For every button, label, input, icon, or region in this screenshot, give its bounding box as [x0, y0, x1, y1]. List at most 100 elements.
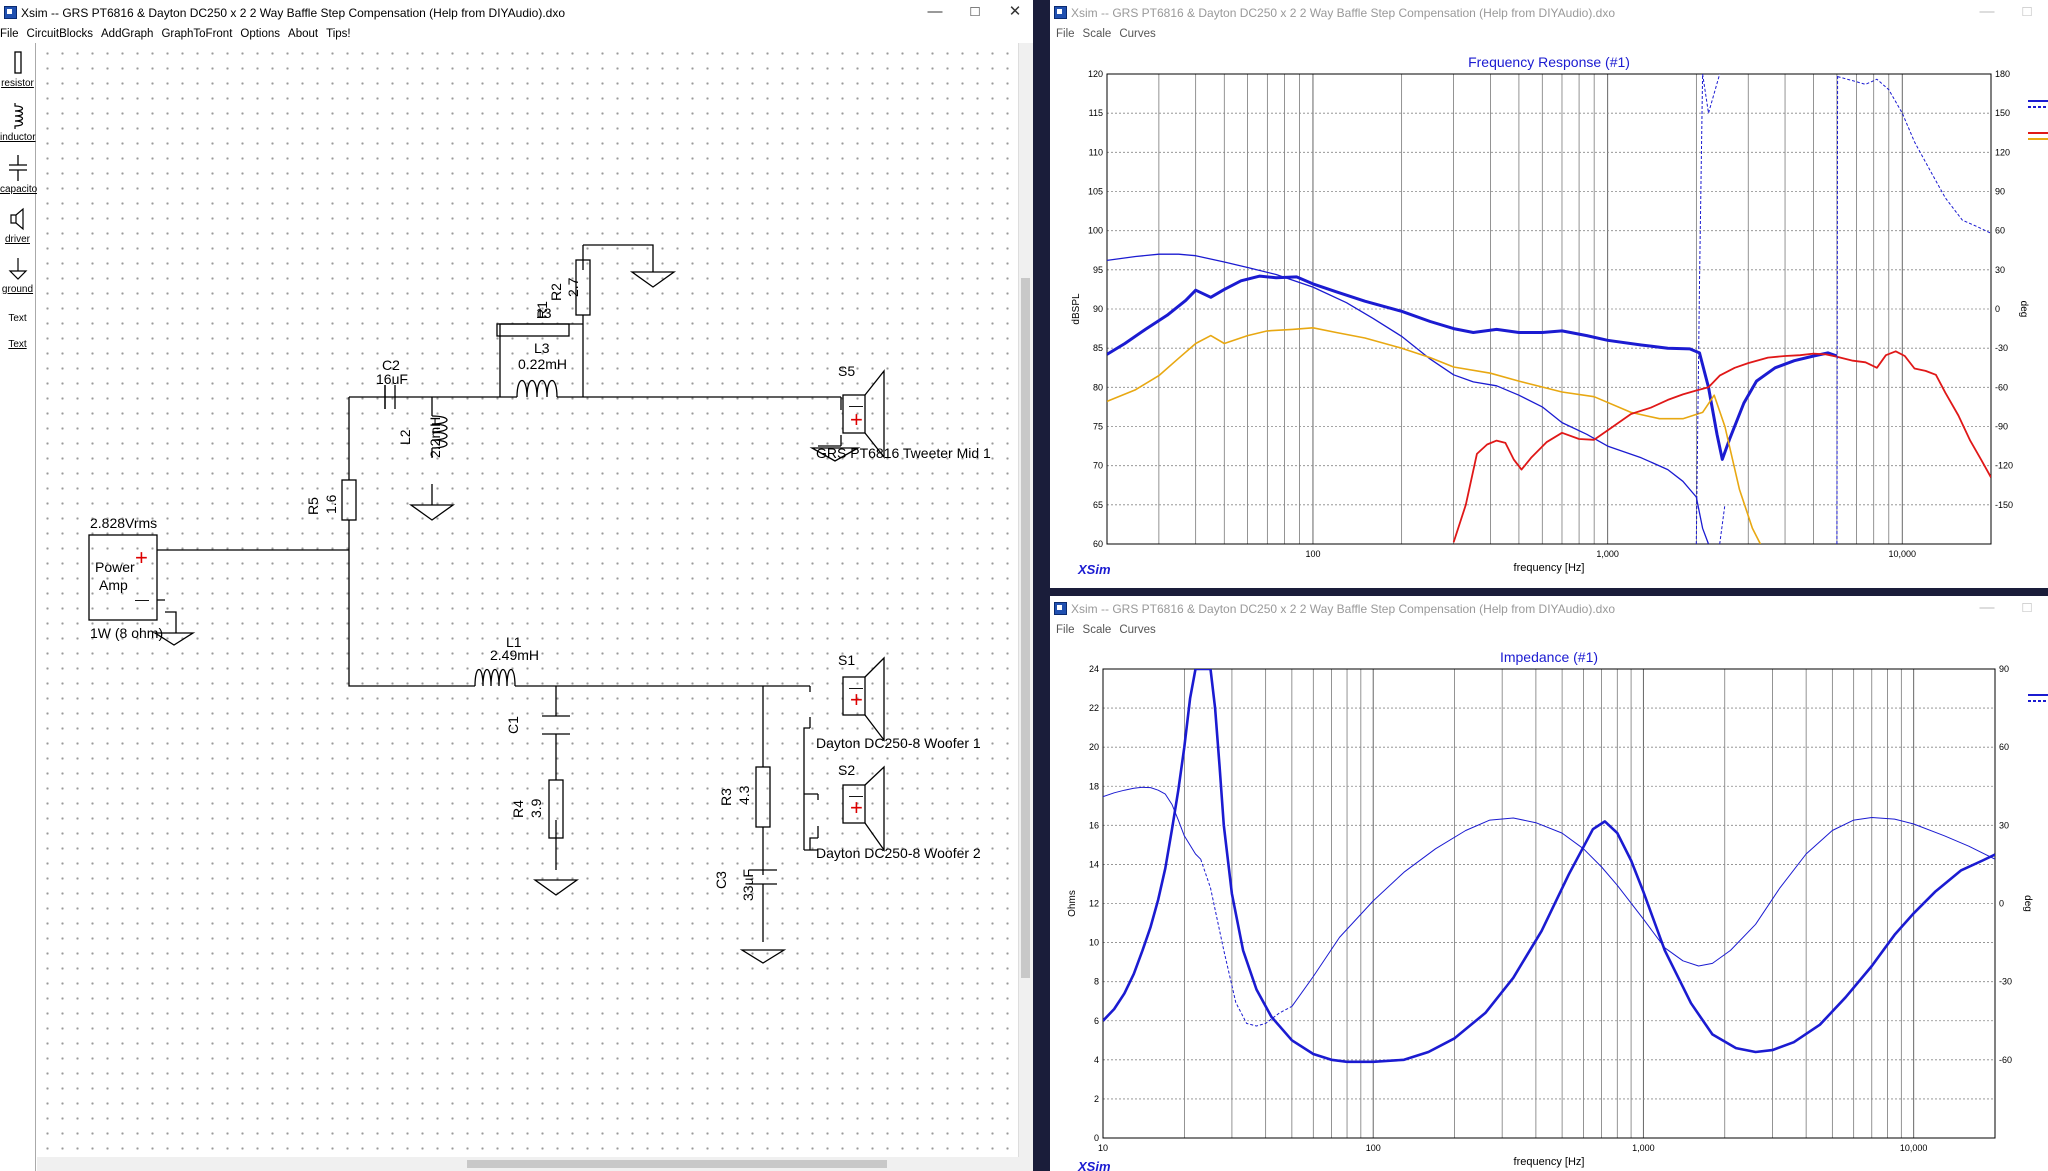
imp-chart-title: Impedance (#1) — [1500, 649, 1598, 665]
imp-menu-curves[interactable]: Curves — [1119, 624, 1156, 636]
tool-ground-label: ground — [1, 284, 34, 295]
tool-capacitor[interactable]: capacitor — [0, 155, 41, 195]
fr-xtick-label: 1,000 — [1596, 549, 1619, 559]
imp-xtick-label: 100 — [1366, 1143, 1381, 1153]
tool-text[interactable]: Text — [0, 313, 35, 324]
fr-xsim-brand: XSim — [1078, 562, 1111, 577]
l3-name: L3 — [534, 340, 550, 356]
s1-name: S1 — [838, 652, 855, 668]
tool-resistor-label: resistor — [1, 78, 34, 89]
tool-text-label: Text — [8, 313, 27, 324]
imp-ytick-label: 22 — [1089, 703, 1099, 713]
imp-titlebar[interactable]: Xsim -- GRS PT6816 & Dayton DC250 x 2 2 … — [1050, 596, 2048, 621]
fr-y2tick-label: 0 — [1995, 304, 2000, 314]
c1-name: C1 — [505, 716, 521, 734]
tool-inductor-label: inductor — [0, 132, 36, 143]
r3-name: R3 — [718, 788, 734, 806]
fr-maximize-button[interactable]: □ — [2022, 3, 2032, 20]
tool-resistor[interactable]: resistor — [0, 51, 35, 89]
fr-menu-scale[interactable]: Scale — [1082, 28, 1112, 40]
l2-value: 2.2mH — [427, 417, 443, 458]
fr-y-axis-label: dBSPL — [1071, 293, 1082, 325]
imp-ytick-label: 20 — [1089, 742, 1099, 752]
fr-menu-file[interactable]: File — [1056, 28, 1075, 40]
fr-minimize-button[interactable]: — — [1979, 3, 1995, 20]
imp-maximize-button[interactable]: □ — [2022, 599, 2032, 616]
schematic-canvas[interactable] — [37, 43, 1019, 1171]
fr-series-line-2 — [1107, 253, 1710, 544]
menu-circuitblocks[interactable]: CircuitBlocks — [26, 28, 93, 40]
inductor-icon — [13, 103, 23, 129]
r1-name: R1 — [534, 301, 550, 319]
schematic-vertical-scrollbar[interactable] — [1018, 43, 1033, 1171]
impedance-window: Xsim -- GRS PT6816 & Dayton DC250 x 2 2 … — [1050, 596, 2048, 1171]
l1-name: L1 — [506, 634, 522, 650]
menu-addgraph[interactable]: AddGraph — [101, 28, 154, 40]
schematic-vscroll-thumb[interactable] — [1021, 278, 1030, 978]
fr-ytick-label: 85 — [1093, 343, 1103, 353]
imp-xtick-label: 10 — [1098, 1143, 1108, 1153]
s1-plus-sign: + — [850, 687, 863, 712]
fr-chart-title: Frequency Response (#1) — [1468, 54, 1630, 70]
fr-y2tick-label: 30 — [1995, 265, 2005, 275]
amp-plus-sign: + — [135, 545, 148, 570]
imp-xtick-label: 1,000 — [1632, 1143, 1655, 1153]
fr-series-line-3 — [1107, 327, 1762, 544]
s2-label: Dayton DC250-8 Woofer 2 — [816, 845, 981, 861]
crossover-schematic: + + + + — — — — 2.828Vrms Power Amp 1W (… — [88, 244, 991, 964]
schematic-horizontal-scrollbar[interactable] — [37, 1157, 1019, 1171]
fr-y2-axis-label: deg — [2018, 301, 2029, 318]
ground-icon — [8, 258, 27, 280]
imp-menu-scale[interactable]: Scale — [1082, 624, 1112, 636]
tool-driver[interactable]: driver — [0, 207, 35, 245]
menu-about[interactable]: About — [288, 28, 319, 40]
fr-ytick-label: 70 — [1093, 461, 1103, 471]
fr-y2tick-label: 150 — [1995, 108, 2010, 118]
s5-plus-sign: + — [850, 407, 863, 432]
imp-ytick-label: 24 — [1089, 664, 1099, 674]
imp-series-line-4 — [1291, 817, 1995, 1007]
fr-series-line-8 — [1836, 74, 1839, 544]
fr-menu-curves[interactable]: Curves — [1119, 28, 1156, 40]
menu-options[interactable]: Options — [240, 28, 281, 40]
fr-titlebar[interactable]: Xsim -- GRS PT6816 & Dayton DC250 x 2 2 … — [1050, 0, 2048, 25]
c2-name: C2 — [382, 357, 400, 373]
r4-name: R4 — [510, 800, 526, 818]
schematic-titlebar[interactable]: Xsim -- GRS PT6816 & Dayton DC250 x 2 2 … — [0, 0, 1033, 25]
fr-x-axis-label: frequency [Hz] — [1514, 562, 1585, 574]
xsim-app-icon — [4, 6, 17, 19]
s5-minus-sign: — — [849, 397, 863, 413]
tool-inductor[interactable]: inductor — [0, 103, 36, 143]
driver-icon — [9, 207, 24, 231]
amp-name-line2: Amp — [99, 577, 128, 593]
imp-ytick-label: 0 — [1094, 1133, 1099, 1143]
frequency-response-chart: 6065707580859095100105110115120-150-120-… — [1071, 54, 2048, 574]
fr-ytick-label: 100 — [1088, 226, 1103, 236]
maximize-button[interactable]: □ — [970, 3, 980, 20]
imp-menu-file[interactable]: File — [1056, 624, 1075, 636]
fr-ytick-label: 95 — [1093, 265, 1103, 275]
fr-ytick-label: 60 — [1093, 539, 1103, 549]
fr-series-line-6 — [1702, 74, 1721, 114]
fr-series-line-7 — [1719, 504, 1726, 544]
s2-plus-sign: + — [850, 795, 863, 820]
imp-ytick-label: 6 — [1094, 1016, 1099, 1026]
menu-file[interactable]: File — [0, 28, 19, 40]
schematic-menubar: File CircuitBlocks AddGraph GraphToFront… — [0, 25, 1033, 43]
imp-ytick-label: 10 — [1089, 938, 1099, 948]
schematic-hscroll-thumb[interactable] — [467, 1160, 887, 1168]
tool-ground[interactable]: ground — [0, 257, 35, 295]
menu-tips[interactable]: Tips! — [326, 28, 351, 40]
close-button[interactable]: ✕ — [1008, 3, 1022, 20]
imp-minimize-button[interactable]: — — [1979, 599, 1995, 616]
tool-text-2[interactable]: Text — [0, 339, 35, 350]
fr-series-line-4 — [1452, 350, 1991, 543]
menu-graphtofront[interactable]: GraphToFront — [161, 28, 233, 40]
l1-value: 2.49mH — [490, 647, 539, 663]
imp-ytick-label: 4 — [1094, 1055, 1099, 1065]
imp-ytick-label: 8 — [1094, 977, 1099, 987]
r5-value: 1.6 — [323, 494, 339, 514]
amp-name-line1: Power — [95, 559, 135, 575]
minimize-button[interactable]: — — [927, 3, 943, 20]
r2-value: 2.7 — [565, 277, 581, 297]
